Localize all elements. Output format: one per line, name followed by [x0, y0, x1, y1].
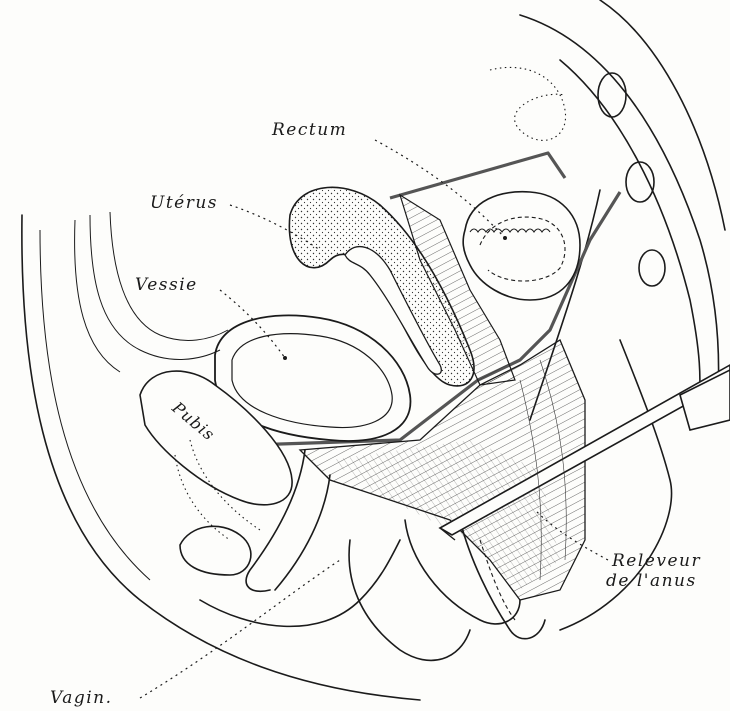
perineum-lower	[180, 526, 251, 575]
vulva-lower	[349, 540, 470, 660]
vertebra-1	[598, 73, 626, 117]
bladder-centre	[283, 356, 287, 360]
vertebra-2	[626, 162, 654, 202]
labia-outline	[200, 540, 400, 626]
label-rectum: Rectum	[271, 120, 347, 140]
leader-vagin	[140, 560, 340, 698]
fat-lines-3	[75, 220, 120, 372]
cut-plane-top	[390, 153, 565, 198]
peritoneum-fold	[490, 67, 566, 140]
label-vessie: Vessie	[135, 275, 198, 295]
body-outline-inner	[40, 230, 150, 580]
label-vagin: Vagin.	[50, 688, 113, 708]
label-uterus: Utérus	[150, 193, 218, 213]
rectum	[463, 192, 580, 300]
label-releveur-line1: Releveur	[611, 551, 701, 571]
vertebra-3	[639, 250, 665, 286]
label-releveur-line2: de l'anus	[606, 571, 697, 591]
sacrum-inner	[560, 60, 700, 410]
